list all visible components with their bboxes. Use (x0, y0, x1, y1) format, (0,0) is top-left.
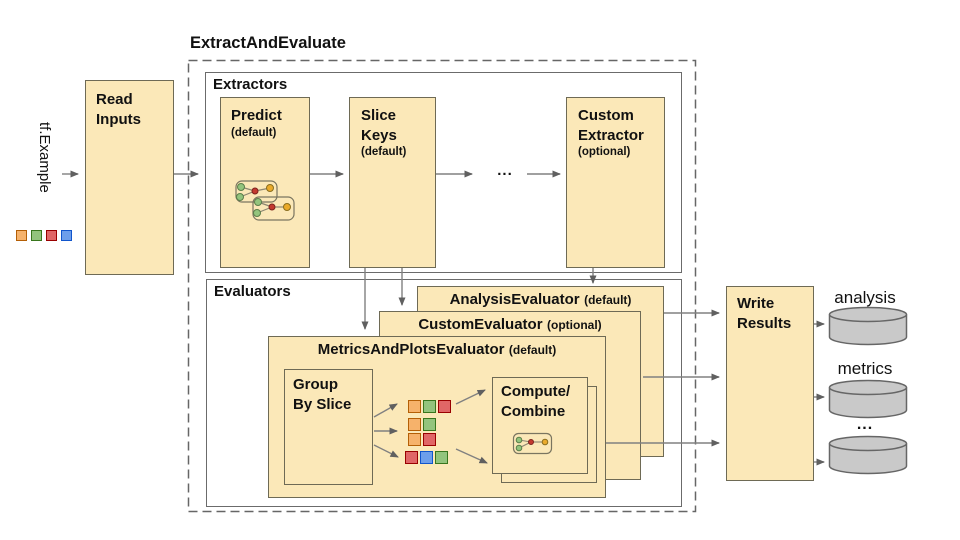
metrics-evaluator-title: MetricsAndPlotsEvaluator (317, 341, 505, 358)
group-by-slice-line2: By Slice (293, 395, 352, 413)
slice-keys-title-line1: Slice (361, 107, 397, 124)
group-by-slice-box[interactable]: Group By Slice (284, 369, 373, 485)
write-results-line1: Write (737, 295, 775, 312)
data-square-red (46, 230, 57, 241)
write-results-box[interactable]: Write Results (726, 286, 814, 481)
predict-extractor-box[interactable]: Predict (default) (220, 97, 310, 268)
compute-combine-line1: Compute/ (501, 383, 571, 400)
metrics-evaluator-subtitle: (default) (508, 343, 557, 357)
slice-keys-subtitle: (default) (361, 146, 407, 158)
page-title: ExtractAndEvaluate (190, 34, 346, 52)
slice-keys-extractor-box[interactable]: Slice Keys (default) (349, 97, 436, 268)
model-graph-icon (512, 432, 554, 458)
data-square-orange (16, 230, 27, 241)
group-by-slice-line1: Group (293, 376, 338, 393)
data-square-green (423, 400, 436, 413)
data-square-red (438, 400, 451, 413)
data-square-orange (408, 400, 421, 413)
compute-combine-line2: Combine (501, 402, 566, 420)
input-label: tf.Example (36, 122, 53, 193)
database-icon (828, 379, 908, 419)
custom-evaluator-title: CustomEvaluator (418, 316, 543, 333)
model-graph-icon (232, 178, 298, 226)
data-square-green (423, 418, 436, 431)
extractors-label: Extractors (213, 76, 288, 93)
data-square-blue (420, 451, 433, 464)
write-results-line2: Results (737, 314, 792, 332)
database-icon (828, 306, 908, 346)
data-square-green (435, 451, 448, 464)
analysis-evaluator-title: AnalysisEvaluator (449, 291, 580, 308)
custom-extractor-title-line1: Custom (578, 107, 634, 124)
custom-extractor-subtitle: (optional) (578, 146, 631, 158)
data-square-orange (408, 418, 421, 431)
slice-keys-title-line2: Keys (361, 126, 397, 144)
read-inputs-box[interactable]: Read Inputs (85, 80, 174, 275)
data-square-red (405, 451, 418, 464)
output-label-analysis: analysis (834, 288, 896, 307)
data-square-green (31, 230, 42, 241)
output-label-metrics: metrics (837, 359, 893, 378)
extractors-ellipsis: ... (497, 162, 513, 179)
database-icon (828, 435, 908, 475)
input-legend-squares (16, 230, 86, 244)
sliced-examples-grid (405, 400, 458, 466)
read-inputs-label-line2: Inputs (96, 110, 141, 128)
read-inputs-label-line1: Read (96, 91, 133, 108)
predict-title: Predict (231, 107, 282, 124)
custom-extractor-title-line2: Extractor (578, 126, 644, 144)
output-label-more: ... (856, 416, 874, 433)
predict-subtitle: (default) (231, 126, 277, 139)
compute-combine-box[interactable]: Compute/ Combine (492, 377, 588, 474)
data-square-blue (61, 230, 72, 241)
data-square-orange (408, 433, 421, 446)
data-square-red (423, 433, 436, 446)
custom-evaluator-subtitle: (optional) (547, 318, 602, 332)
analysis-evaluator-subtitle: (default) (584, 293, 632, 307)
custom-extractor-box[interactable]: Custom Extractor (optional) (566, 97, 665, 268)
